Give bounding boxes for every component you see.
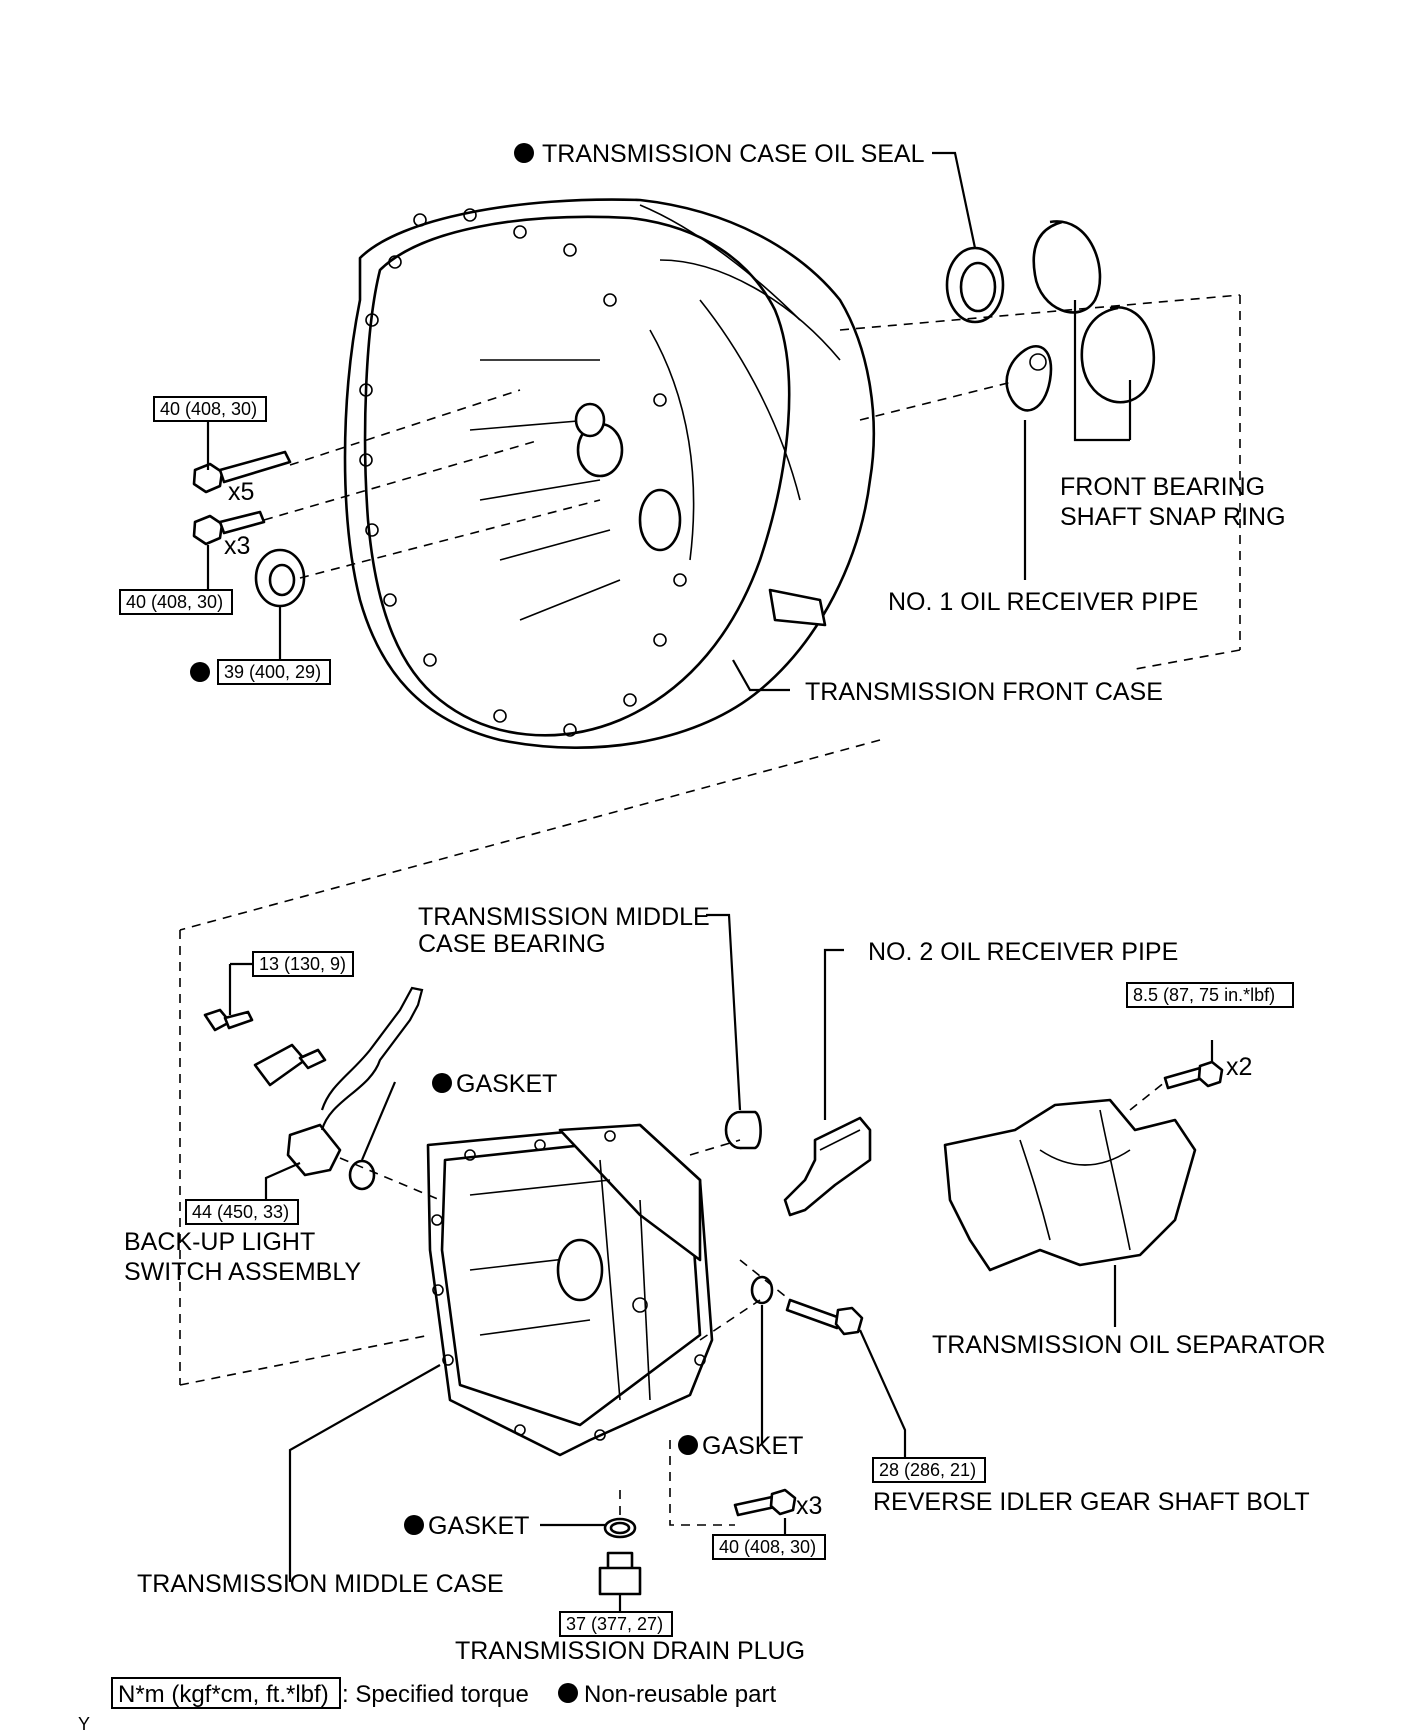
label-middle-case-bearing-line2: CASE BEARING	[418, 930, 606, 958]
label-oil-separator: TRANSMISSION OIL SEPARATOR	[932, 1331, 1326, 1359]
backup-light-switch-part	[203, 986, 424, 1177]
label-backup-switch-line1: BACK-UP LIGHT	[124, 1228, 315, 1256]
label-no1-oil-receiver-pipe: NO. 1 OIL RECEIVER PIPE	[888, 588, 1198, 616]
label-snap-ring-line1: FRONT BEARING	[1060, 473, 1265, 501]
transmission-middle-case-part	[426, 1123, 714, 1457]
svg-text:40 (408, 30): 40 (408, 30)	[719, 1537, 816, 1557]
torque-front-x5: 40 (408, 30)	[153, 396, 267, 422]
no2-oil-receiver-pipe-part	[783, 1116, 872, 1217]
qty-x5: x5	[228, 478, 254, 506]
corner-code: Y	[78, 1714, 90, 1734]
separator-bolt	[1163, 1060, 1224, 1090]
qty-x2: x2	[1226, 1053, 1252, 1081]
label-front-case: TRANSMISSION FRONT CASE	[805, 678, 1163, 706]
qty-x3-front: x3	[224, 532, 250, 560]
nonreusable-marker-oil-seal	[514, 143, 534, 163]
svg-text:28 (286, 21): 28 (286, 21)	[879, 1460, 976, 1480]
nonreusable-marker-switch-gasket	[432, 1073, 452, 1093]
front-case-plug	[254, 548, 306, 608]
torque-idler: 28 (286, 21)	[872, 1457, 986, 1483]
quantity-labels: x5 x3 x2 x3	[224, 478, 1252, 1520]
label-snap-ring-line2: SHAFT SNAP RING	[1060, 503, 1286, 531]
reverse-idler-gear-shaft-bolt-part	[785, 1298, 864, 1336]
svg-text:37 (377, 27): 37 (377, 27)	[566, 1614, 663, 1634]
label-reverse-idler-bolt: REVERSE IDLER GEAR SHAFT BOLT	[873, 1488, 1310, 1516]
label-backup-switch-line2: SWITCH ASSEMBLY	[124, 1258, 361, 1286]
torque-plug: 39 (400, 29)	[190, 659, 331, 685]
drain-plug-part	[598, 1551, 642, 1596]
legend-nonreusable: Non-reusable part	[584, 1681, 776, 1708]
svg-text:40 (408, 30): 40 (408, 30)	[160, 399, 257, 419]
front-bearing-shaft-snap-rings	[1032, 220, 1156, 404]
label-switch-gasket: GASKET	[456, 1070, 557, 1098]
legend-torque-unit: N*m (kgf*cm, ft.*lbf)	[118, 1681, 329, 1708]
legend-nonreusable-marker	[558, 1683, 578, 1703]
front-case-bolt-x3	[192, 510, 266, 546]
torque-specs: 40 (408, 30) 40 (408, 30) 39 (400, 29) 1…	[119, 396, 1294, 1637]
qty-x3-middle: x3	[796, 1492, 822, 1520]
nonreusable-marker-idler-gasket	[678, 1435, 698, 1455]
torque-switch-bolt: 13 (130, 9)	[252, 951, 354, 977]
svg-text:39 (400, 29): 39 (400, 29)	[224, 662, 321, 682]
transmission-oil-separator-part	[943, 1098, 1197, 1272]
middle-case-bolt-x3	[733, 1488, 797, 1517]
transmission-case-oil-seal-part	[945, 246, 1005, 324]
torque-switch: 44 (450, 33)	[185, 1199, 299, 1225]
middle-case-bearing-part	[724, 1110, 762, 1150]
torque-separator: 8.5 (87, 75 in.*lbf)	[1126, 982, 1294, 1008]
label-drain-gasket: GASKET	[428, 1512, 529, 1540]
dashed-assembly-lines	[179, 294, 1241, 1526]
label-middle-case-bearing-line1: TRANSMISSION MIDDLE	[418, 903, 710, 931]
drain-gasket-part	[603, 1517, 637, 1539]
legend-torque-desc: : Specified torque	[342, 1681, 529, 1708]
svg-text:8.5 (87, 75 in.*lbf): 8.5 (87, 75 in.*lbf)	[1133, 985, 1275, 1005]
svg-text:44 (450, 33): 44 (450, 33)	[192, 1202, 289, 1222]
svg-text:13 (130, 9): 13 (130, 9)	[259, 954, 346, 974]
label-case-oil-seal: TRANSMISSION CASE OIL SEAL	[542, 140, 925, 168]
legend: N*m (kgf*cm, ft.*lbf) : Specified torque…	[111, 1677, 776, 1709]
no1-oil-receiver-pipe-part	[1005, 345, 1053, 412]
torque-middle-x3: 40 (408, 30)	[712, 1534, 826, 1560]
leader-lines	[206, 151, 1214, 1612]
transmission-front-case	[343, 198, 875, 749]
label-idler-gasket: GASKET	[702, 1432, 803, 1460]
torque-drain: 37 (377, 27)	[559, 1611, 673, 1637]
switch-gasket-part	[348, 1159, 376, 1191]
label-drain-plug: TRANSMISSION DRAIN PLUG	[455, 1637, 805, 1665]
label-middle-case: TRANSMISSION MIDDLE CASE	[137, 1570, 504, 1598]
label-no2-oil-receiver-pipe: NO. 2 OIL RECEIVER PIPE	[868, 938, 1178, 966]
torque-front-x3: 40 (408, 30)	[119, 589, 233, 615]
idler-gasket-part	[750, 1275, 774, 1305]
part-labels: TRANSMISSION CASE OIL SEAL FRONT BEARING…	[124, 140, 1326, 1665]
svg-text:40 (408, 30): 40 (408, 30)	[126, 592, 223, 612]
front-case-bolt-x5	[192, 450, 292, 494]
nonreusable-marker-drain-gasket	[404, 1515, 424, 1535]
